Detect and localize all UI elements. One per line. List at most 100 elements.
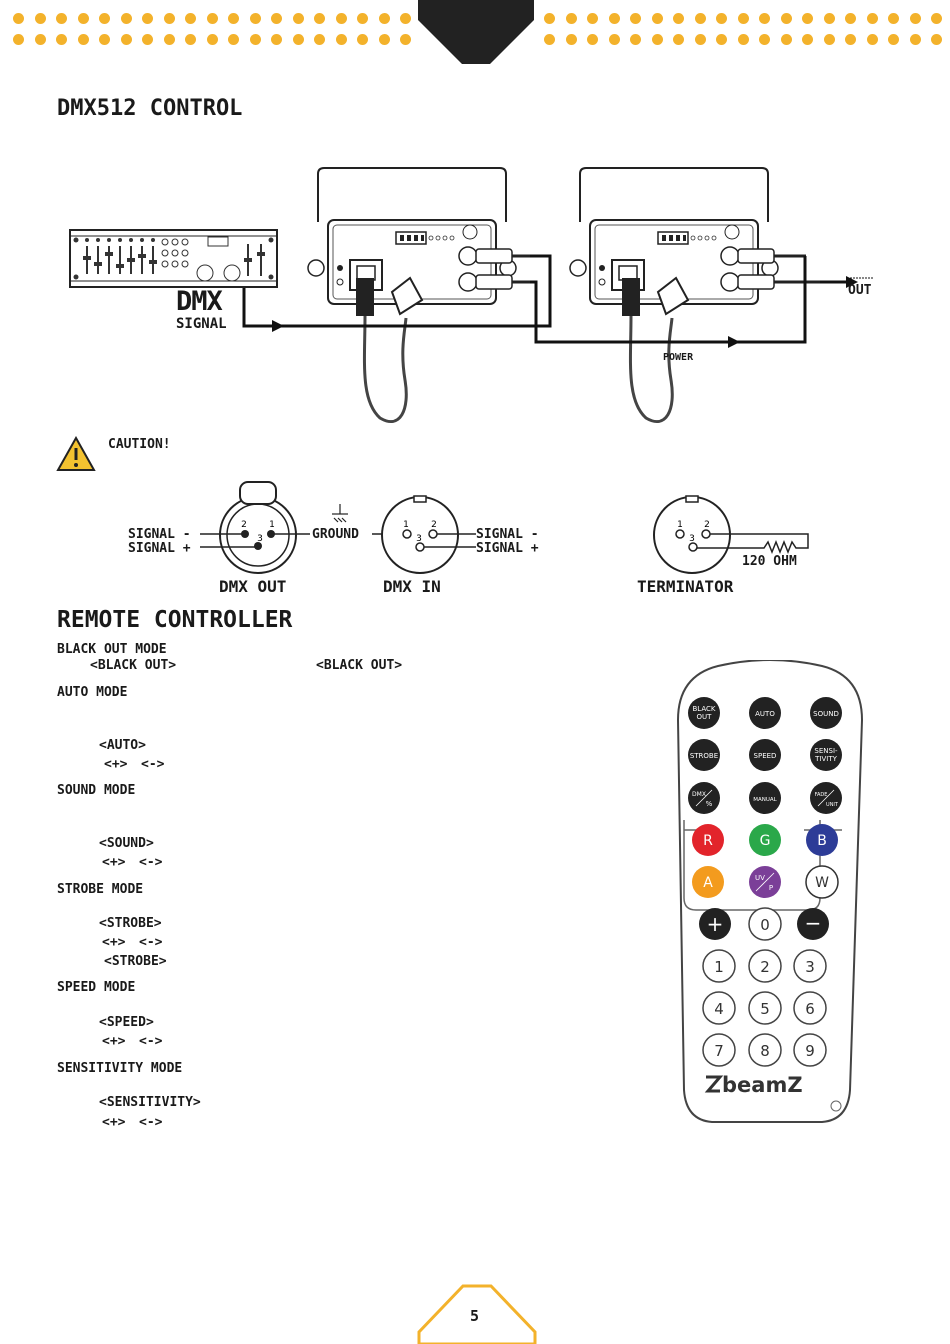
- decor-dot: [271, 34, 282, 45]
- white-button[interactable]: W: [805, 865, 839, 899]
- dmx-in-label: DMX IN: [383, 577, 441, 596]
- svg-text:B: B: [817, 833, 827, 849]
- red-button[interactable]: R: [692, 824, 724, 856]
- decor-dot: [737, 13, 749, 24]
- decor-dot: [378, 34, 390, 45]
- decor-dot: [77, 34, 89, 45]
- decor-dot: [694, 34, 706, 45]
- decor-dot: [249, 34, 261, 45]
- decor-dot: [608, 13, 620, 24]
- term-pin-3: 3: [689, 534, 695, 544]
- decor-dot: [802, 13, 813, 24]
- number-7-button[interactable]: 7: [702, 1033, 736, 1067]
- number-9-button[interactable]: 9: [793, 1033, 827, 1067]
- out-pin-2: 2: [241, 520, 247, 530]
- fade-unit-button[interactable]: FADE UNIT: [810, 782, 842, 814]
- blue-button[interactable]: B: [806, 824, 838, 856]
- black-out-button[interactable]: BLACK OUT: [688, 697, 720, 729]
- dmx-signal-label: SIGNAL: [176, 316, 227, 332]
- mode-auto-line1: <AUTO>: [99, 738, 146, 753]
- number-8-button[interactable]: 8: [748, 1033, 782, 1067]
- svg-text:BLACK: BLACK: [692, 705, 715, 713]
- decor-dot: [357, 13, 368, 24]
- in-pin-3: 3: [416, 534, 422, 544]
- decor-dot: [206, 13, 218, 24]
- decor-dot: [931, 34, 942, 45]
- dmx-percent-button[interactable]: DMX %: [688, 782, 720, 814]
- number-5-button[interactable]: 5: [748, 991, 782, 1025]
- svg-text:6: 6: [805, 1000, 815, 1018]
- auto-button[interactable]: AUTO: [749, 697, 781, 729]
- mode-strobe-plus: <+>: [102, 935, 126, 950]
- svg-text:−: −: [805, 911, 822, 935]
- mode-sound-plus: <+>: [102, 855, 126, 870]
- sensitivity-button[interactable]: SENSI- TIVITY: [810, 739, 842, 771]
- svg-text:P: P: [769, 884, 773, 892]
- mode-title-strobe: STROBE MODE: [57, 882, 144, 897]
- decor-dot: [587, 13, 598, 24]
- number-4-button[interactable]: 4: [702, 991, 736, 1025]
- xlr-pinout-diagram: 2 1 3 1 2 3 1 2 3: [200, 481, 809, 574]
- out-pin-1: 1: [269, 520, 275, 530]
- uv-button[interactable]: UV P: [749, 866, 781, 898]
- mode-sound-line1: <SOUND>: [99, 836, 154, 851]
- decor-dot: [357, 34, 368, 45]
- amber-button[interactable]: A: [692, 866, 724, 898]
- mode-title-sound: SOUND MODE: [57, 783, 136, 798]
- number-1-button[interactable]: 1: [702, 949, 736, 983]
- manual-button[interactable]: MANUAL: [749, 782, 781, 814]
- number-6-button[interactable]: 6: [793, 991, 827, 1025]
- page-number-tab: [417, 1284, 537, 1344]
- strobe-button[interactable]: STROBE: [688, 739, 720, 771]
- svg-text:R: R: [703, 833, 713, 849]
- decor-dot: [888, 34, 899, 45]
- out-label: OUT: [848, 283, 872, 298]
- decor-dot: [34, 13, 46, 24]
- svg-text:%: %: [706, 800, 713, 808]
- dmx-wiring-diagram: [69, 167, 874, 423]
- power-label: POWER: [663, 352, 694, 363]
- decor-dot: [378, 13, 390, 24]
- green-button[interactable]: G: [749, 824, 781, 856]
- fixture-1: [307, 167, 530, 423]
- top-dots-right-row2: [544, 34, 950, 46]
- in-pin-1: 1: [403, 520, 409, 530]
- svg-text:SENSI-: SENSI-: [814, 747, 838, 755]
- plus-button[interactable]: +: [699, 908, 731, 940]
- speed-button[interactable]: SPEED: [749, 739, 781, 771]
- decor-dot: [544, 13, 555, 24]
- svg-text:DMX: DMX: [692, 791, 706, 798]
- decor-dot: [694, 13, 706, 24]
- mode-strobe-minus: <->: [139, 935, 163, 950]
- number-2-button[interactable]: 2: [748, 949, 782, 983]
- sound-button[interactable]: SOUND: [810, 697, 842, 729]
- decor-dot: [185, 34, 196, 45]
- decor-dot: [142, 13, 153, 24]
- mode-sensitivity-plus: <+>: [102, 1115, 126, 1130]
- svg-text:3: 3: [805, 958, 815, 976]
- term-pin-2: 2: [704, 520, 710, 530]
- number-0-button[interactable]: 0: [748, 907, 782, 941]
- decor-dot: [845, 34, 856, 45]
- svg-text:UNIT: UNIT: [826, 802, 839, 808]
- decor-dot: [34, 34, 46, 45]
- svg-text:OUT: OUT: [697, 713, 713, 721]
- svg-text:0: 0: [760, 916, 770, 934]
- term-pin-1: 1: [677, 520, 683, 530]
- decor-dot: [651, 34, 663, 45]
- mode-speed-minus: <->: [139, 1034, 163, 1049]
- terminator-label: TERMINATOR: [637, 577, 734, 596]
- ground-label: GROUND: [312, 527, 359, 542]
- section-title-dmx512: DMX512 CONTROL: [57, 96, 243, 121]
- decor-dot: [56, 34, 67, 45]
- minus-button[interactable]: −: [797, 908, 829, 940]
- number-3-button[interactable]: 3: [793, 949, 827, 983]
- svg-text:STROBE: STROBE: [690, 752, 718, 760]
- decor-dot: [335, 13, 347, 24]
- decor-dot: [866, 13, 878, 24]
- decor-dot: [909, 34, 921, 45]
- decor-dot: [544, 34, 555, 45]
- remote-control: BLACK OUT AUTO SOUND STROBE SPEED SENSI-…: [676, 660, 864, 1123]
- decor-dot: [802, 34, 813, 45]
- decor-dot: [13, 13, 24, 24]
